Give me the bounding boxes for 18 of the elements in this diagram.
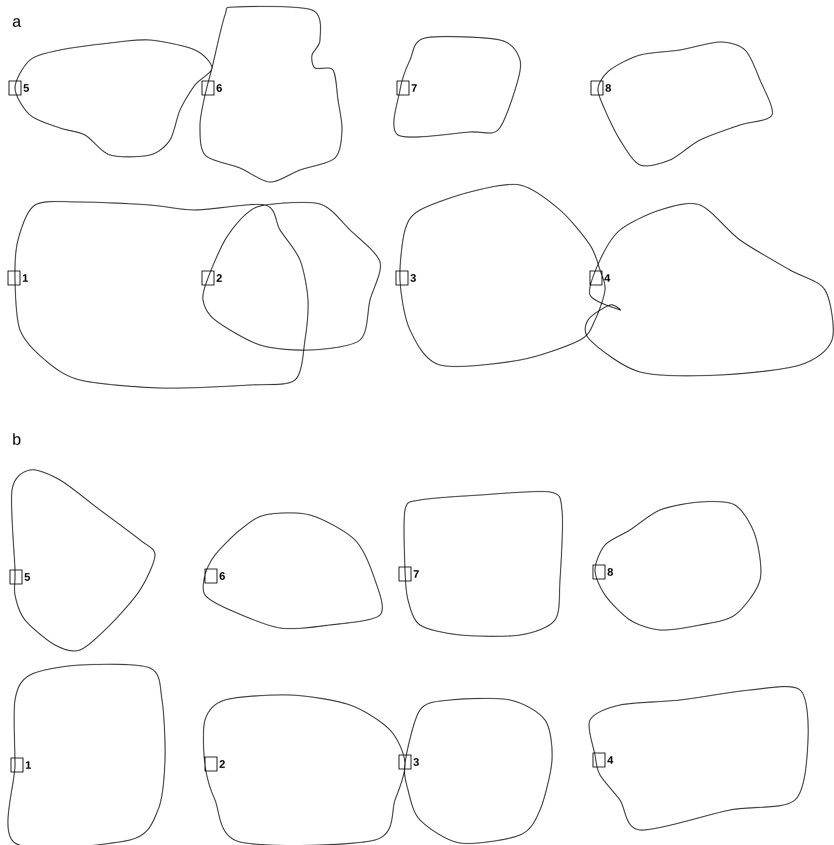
number-label: 1 xyxy=(26,761,31,769)
number-label: 3 xyxy=(413,758,419,766)
number-label: 6 xyxy=(220,572,225,580)
number-label: 5 xyxy=(24,84,29,92)
panel-label: a xyxy=(12,18,22,27)
number-label: 4 xyxy=(607,756,614,764)
number-label: 7 xyxy=(412,84,417,92)
number-label: 5 xyxy=(24,573,30,581)
number-label: 2 xyxy=(216,274,222,282)
number-label: 8 xyxy=(608,568,613,576)
number-label: 4 xyxy=(604,274,610,282)
number-label: 3 xyxy=(410,274,416,282)
number-label: 1 xyxy=(22,274,28,282)
number-label: 7 xyxy=(414,570,419,578)
number-label: 6 xyxy=(216,84,222,92)
number-label: 8 xyxy=(606,84,611,92)
panel-label: b xyxy=(13,433,20,445)
number-label: 2 xyxy=(220,760,225,768)
